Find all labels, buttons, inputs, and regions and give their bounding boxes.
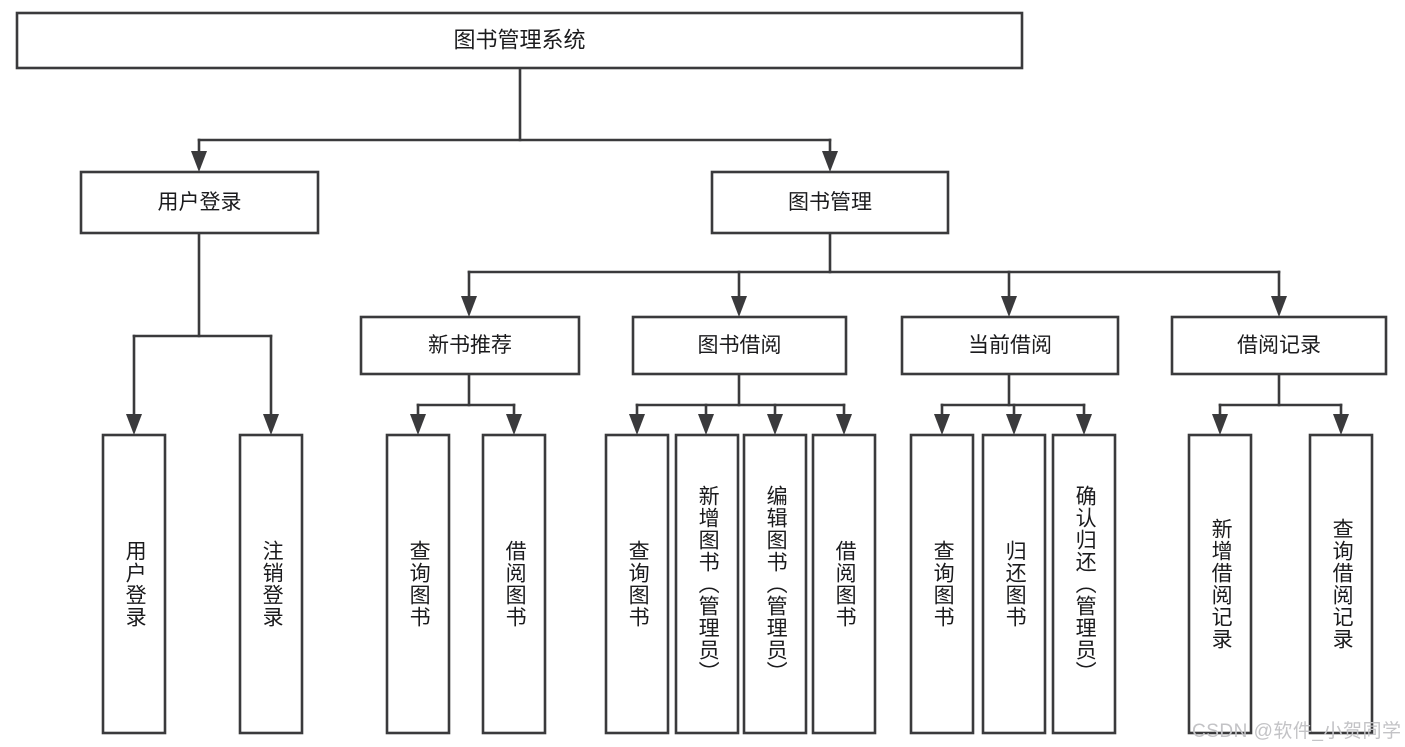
subbranch-arrow-1-1 [698,414,714,435]
node-level3-box-3[interactable] [1170,315,1388,376]
csdn-watermark: CSDN @软件_小贺同学 [1192,721,1402,742]
node-leaf-box-2[interactable] [385,433,451,735]
subbranch-arrow-1-3 [836,414,852,435]
node-level3-box-1[interactable] [631,315,848,376]
node-level3-box-2[interactable] [900,315,1120,376]
subbranch-arrow-2-1 [1006,414,1022,435]
node-level2-label-0: 用户登录 [158,191,242,214]
subbranch-arrow-1-2 [767,414,783,435]
node-leaf-box-6[interactable] [742,433,808,735]
node-root-label: 图书管理系统 [453,27,585,52]
node-level2-box-0[interactable] [79,170,320,235]
node-leaf-box-4[interactable] [604,433,670,735]
node-level2-label-1: 图书管理 [788,191,872,214]
node-leaf-box-8[interactable] [909,433,975,735]
login-arrow-0 [126,414,142,435]
node-leaf-box-7[interactable] [811,433,877,735]
subbranch-arrow-3-0 [1212,414,1228,435]
subbranch-arrow-2-0 [934,414,950,435]
books-arrow-0 [461,296,477,317]
node-level3-label-1: 图书借阅 [698,334,782,357]
node-level3-label-3: 借阅记录 [1237,334,1321,357]
subbranch-arrow-3-1 [1333,414,1349,435]
node-level3-label-0: 新书推荐 [428,334,512,357]
login-arrow-1 [263,414,279,435]
node-leaf-box-12[interactable] [1308,433,1374,735]
node-root-box[interactable] [15,11,1024,70]
node-level3-box-0[interactable] [359,315,581,376]
subbranch-arrow-0-0 [410,414,426,435]
root-arrow-1 [822,151,838,172]
node-level2-box-1[interactable] [710,170,950,235]
root-arrow-0 [191,151,207,172]
connectors-layer [126,66,1349,435]
node-leaf-box-3[interactable] [481,433,547,735]
node-leaf-box-10[interactable] [1051,433,1117,735]
books-arrow-3 [1271,296,1287,317]
subbranch-arrow-0-1 [506,414,522,435]
boxes-layer [15,11,1388,735]
node-leaf-box-5[interactable] [674,433,740,735]
node-level3-label-2: 当前借阅 [968,334,1052,357]
books-arrow-2 [1001,296,1017,317]
node-leaf-box-9[interactable] [981,433,1047,735]
books-arrow-1 [731,296,747,317]
node-leaf-box-1[interactable] [238,433,304,735]
subbranch-arrow-1-0 [629,414,645,435]
node-leaf-box-11[interactable] [1187,433,1253,735]
subbranch-arrow-2-2 [1076,414,1092,435]
node-leaf-box-0[interactable] [101,433,167,735]
